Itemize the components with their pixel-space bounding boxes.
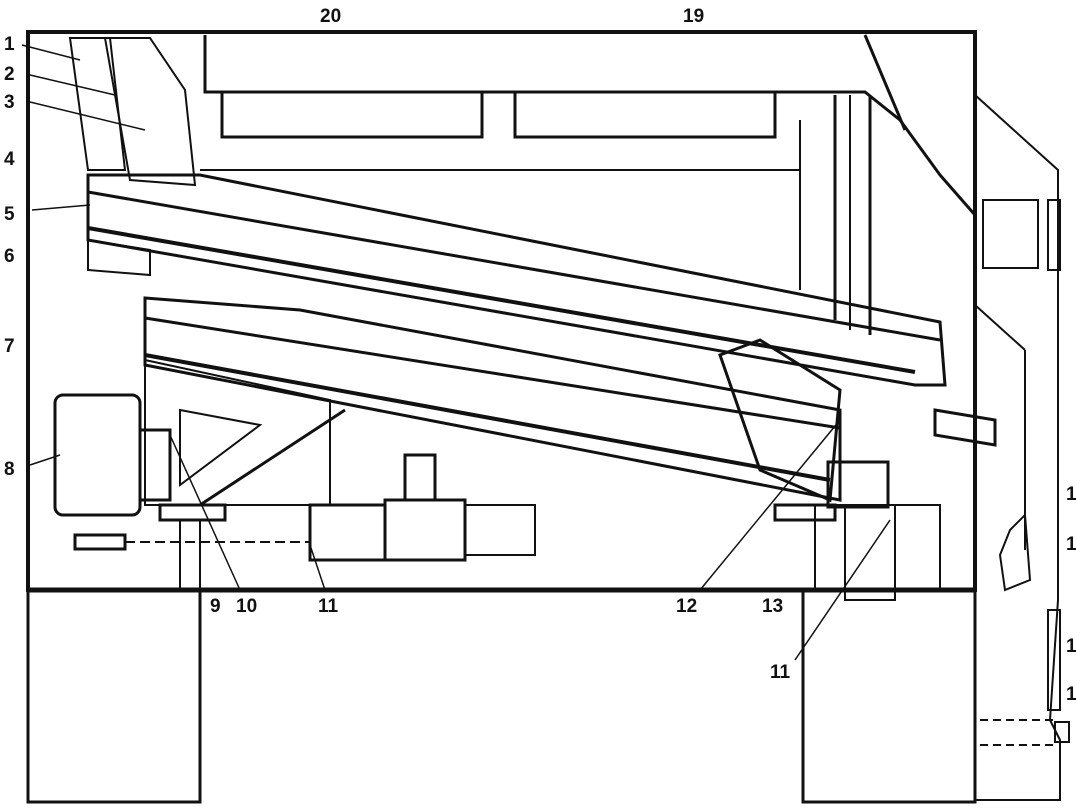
label-right-4: 1 — [1066, 684, 1076, 705]
frame — [26, 30, 1070, 804]
label-10: 10 — [236, 596, 257, 617]
upper-sieve — [86, 173, 947, 387]
label-11: 11 — [318, 596, 339, 617]
label-right-2: 1 — [1066, 534, 1076, 555]
top-hood — [68, 34, 977, 335]
label-right-1: 1 — [1066, 484, 1076, 505]
label-9: 9 — [210, 596, 221, 617]
label-1: 1 — [4, 34, 15, 55]
part-labels: 20 19 1 2 3 4 5 6 7 8 9 10 11 12 13 11 1… — [4, 6, 1076, 705]
label-3: 3 — [4, 92, 15, 113]
lower-sieve — [143, 296, 842, 507]
leader-lines — [21, 44, 891, 661]
label-8: 8 — [4, 459, 15, 480]
label-7: 7 — [4, 336, 15, 357]
motor — [53, 393, 997, 601]
label-19: 19 — [683, 6, 704, 27]
label-13: 13 — [762, 596, 783, 617]
label-right-3: 1 — [1066, 636, 1076, 657]
label-4: 4 — [4, 149, 15, 170]
label-5: 5 — [4, 204, 15, 225]
label-20: 20 — [320, 6, 341, 27]
label-2: 2 — [4, 64, 15, 85]
label-12: 12 — [676, 596, 697, 617]
label-11b: 11 — [770, 662, 791, 683]
label-6: 6 — [4, 246, 15, 267]
